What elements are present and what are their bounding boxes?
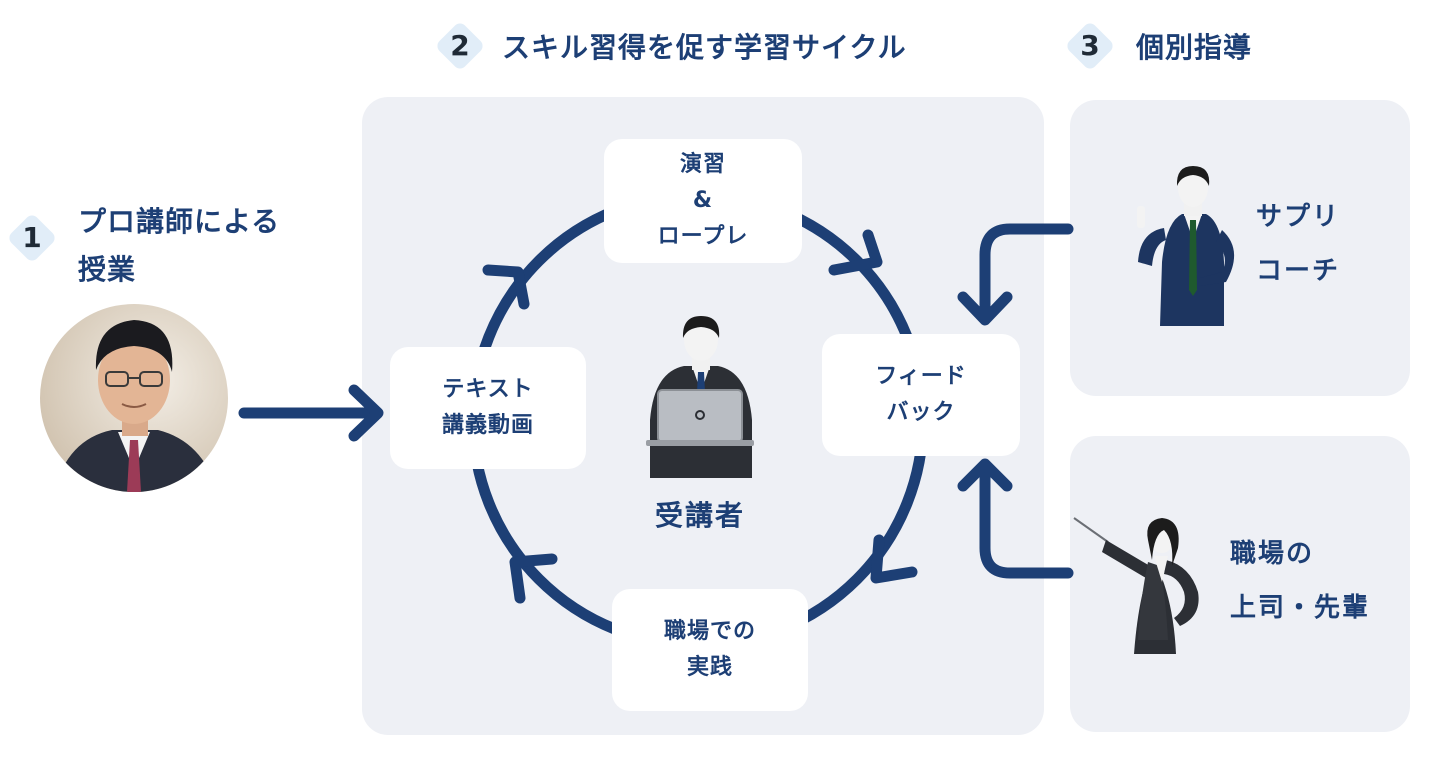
boss-line1: 職場の — [1230, 539, 1315, 569]
text-video-card: テキスト 講義動画 — [390, 347, 586, 469]
ring-arrowhead-bottom-left — [509, 553, 558, 604]
boss-line2: 上司・先輩 — [1230, 593, 1371, 623]
practice-line2: & — [692, 188, 714, 213]
instructor-arrowhead — [348, 384, 384, 442]
ring-arrowhead-top-left — [482, 264, 530, 310]
ring-arrowhead-bottom-right — [870, 534, 918, 584]
step2-title: スキル習得を促す学習サイクル — [502, 31, 907, 64]
step1-badge: 1 — [6, 212, 58, 264]
boss-label: 職場の 上司・先輩 — [1230, 527, 1370, 635]
ring-arrowhead-top-right — [828, 229, 883, 276]
step1-title-line2: 授業 — [78, 253, 137, 286]
step2-number: 2 — [450, 29, 470, 62]
feedback-line1: フィード — [875, 364, 967, 389]
boss-arrowhead — [957, 458, 1013, 492]
coach-line2: コーチ — [1256, 256, 1341, 286]
coach-arrowhead — [957, 291, 1013, 326]
boss-arrow — [979, 460, 1074, 579]
step3-title: 個別指導 — [1136, 31, 1253, 64]
coach-line1: サプリ — [1256, 202, 1341, 232]
step2-badge: 2 — [434, 20, 486, 72]
practice-line3: ロープレ — [657, 224, 749, 249]
coach-panel — [1070, 100, 1410, 396]
workplace-line2: 実践 — [686, 655, 733, 680]
workplace-line1: 職場での — [663, 619, 756, 644]
workplace-practice-card: 職場での 実践 — [612, 589, 808, 711]
text-video-line1: テキスト — [442, 377, 534, 402]
text-video-line2: 講義動画 — [441, 413, 534, 438]
boss-panel — [1070, 436, 1410, 732]
feedback-line2: バック — [886, 400, 956, 425]
step1-title-line1: プロ講師による — [78, 205, 281, 238]
learner-label: 受講者 — [654, 499, 745, 532]
practice-line1: 演習 — [679, 152, 726, 177]
coach-arrow — [979, 223, 1074, 324]
step3-number: 3 — [1080, 29, 1100, 62]
coach-label: サプリ コーチ — [1256, 190, 1340, 298]
feedback-card: フィード バック — [822, 334, 1020, 456]
step3-badge: 3 — [1064, 20, 1116, 72]
step1-number: 1 — [22, 221, 42, 254]
practice-roleplay-card: 演習 & ロープレ — [604, 139, 802, 263]
